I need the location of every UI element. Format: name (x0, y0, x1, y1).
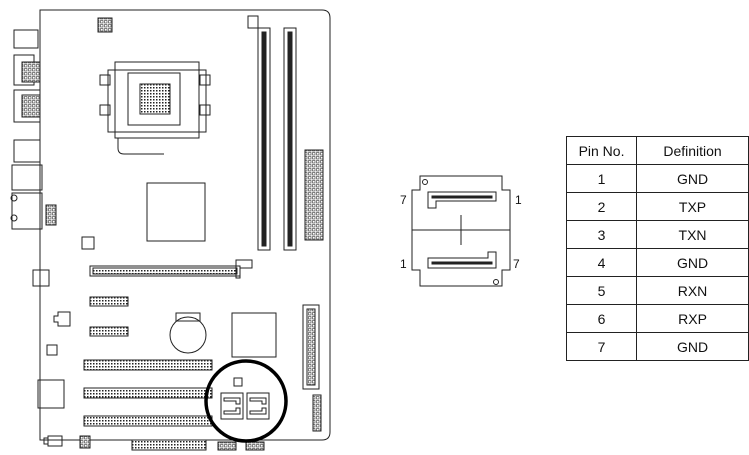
pci-slot-2 (83, 387, 213, 399)
northbridge-chip (146, 182, 206, 242)
label-bottom-right: 7 (513, 257, 520, 271)
label-bottom-left: 1 (400, 257, 407, 271)
table-row: 4 GND (565, 248, 749, 277)
floppy-connector (131, 439, 207, 451)
table-row: 7 GND (565, 332, 749, 361)
pin-definition: GND (636, 164, 749, 193)
atx-12v-connector (97, 17, 113, 33)
pin-number: 1 (565, 164, 638, 193)
usb-header-right (312, 394, 322, 432)
pin-definition: TXP (636, 192, 749, 221)
table-row: 6 RXP (565, 304, 749, 333)
pin-definition: TXN (636, 220, 749, 249)
table-row: 3 TXN (565, 220, 749, 249)
pin-number: 3 (565, 220, 638, 249)
pcie-x16-slot (89, 259, 253, 279)
cpu-socket (99, 61, 211, 155)
battery (169, 316, 207, 354)
atx-24pin-connector (304, 149, 324, 241)
pcie-x1-slot-1 (89, 296, 129, 307)
sata-highlight-circle (204, 359, 288, 443)
pci-slot-3 (83, 415, 213, 427)
table-row: 5 RXN (565, 276, 749, 305)
pcie-x1-slot-2 (89, 326, 129, 337)
small-header-1 (81, 236, 95, 250)
fan-header-left (53, 311, 71, 327)
pin-number: 2 (565, 192, 638, 221)
small-square (233, 377, 243, 387)
southbridge-chip (231, 312, 277, 358)
small-chip-2 (46, 344, 58, 356)
header-bottom-1 (79, 435, 91, 449)
small-chip-1 (32, 269, 50, 287)
pci-slot-1 (83, 359, 213, 371)
pin-definition: RXP (636, 304, 749, 333)
pin-number: 6 (565, 304, 638, 333)
pin-number: 5 (565, 276, 638, 305)
pin-number: 7 (565, 332, 638, 361)
pin-definition: RXN (636, 276, 749, 305)
header-definition: Definition (636, 136, 749, 165)
sata-connector-detail (411, 175, 511, 287)
motherboard-layout (10, 9, 331, 451)
sata-connectors (220, 392, 270, 420)
ide-connector (302, 304, 320, 390)
label-top-left: 7 (400, 193, 407, 207)
label-top-right: 1 (515, 193, 522, 207)
front-panel-header-2 (245, 441, 265, 451)
board-outline (39, 9, 331, 441)
table-header-row: Pin No. Definition (565, 136, 749, 165)
pin-number: 4 (565, 248, 638, 277)
pin-definition: GND (636, 248, 749, 277)
chip-bottom-left (37, 379, 65, 409)
header-pin-no: Pin No. (565, 136, 638, 165)
dimm-slots (257, 27, 297, 251)
fan-header-bottom (43, 435, 63, 447)
table-row: 1 GND (565, 164, 749, 193)
back-panel-io (10, 29, 43, 230)
table-row: 2 TXP (565, 192, 749, 221)
front-panel-header-1 (217, 441, 237, 451)
pin-definition: GND (636, 332, 749, 361)
audio-header (45, 204, 57, 226)
fan-header-top (247, 15, 259, 29)
pin-definition-table: Pin No. Definition 1 GND 2 TXP 3 TXN 4 G… (565, 136, 749, 361)
